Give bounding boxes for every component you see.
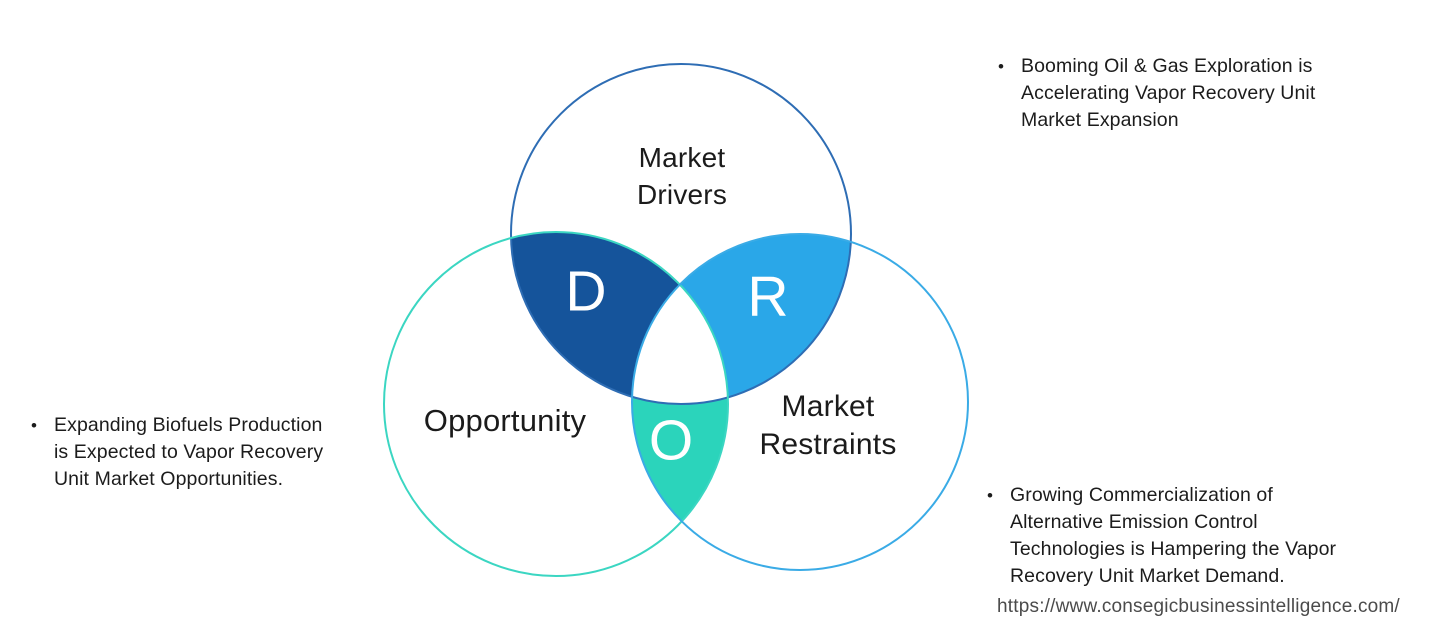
restraints-overlap-letter: R [747,264,789,329]
drivers-note: • Booming Oil & Gas Exploration is Accel… [998,53,1398,134]
drivers-note-text: Booming Oil & Gas Exploration is Acceler… [1021,55,1316,131]
restraints-note: • Growing Commercialization of Alternati… [987,482,1437,590]
drivers-circle-outline [510,63,852,405]
bullet-icon: • [998,57,1004,76]
opportunity-circle-label: Opportunity [423,403,587,438]
source-url: https://www.consegicbusinessintelligence… [997,596,1400,617]
opportunity-circle-outline [383,231,729,577]
drivers-opportunity-overlap-shape [511,232,728,404]
opportunity-note: • Expanding Biofuels Production is Expec… [31,412,401,493]
bullet-icon: • [31,416,37,435]
restraints-note-text: Growing Commercialization of Alternative… [1010,484,1337,587]
opportunity-overlap-letter: O [648,408,694,473]
restraints-circle-label: Market Restraints [759,390,897,461]
opportunity-note-text: Expanding Biofuels Production is Expecte… [54,414,324,490]
drivers-overlap-letter: D [565,259,607,324]
bullet-icon: • [987,486,993,505]
restraints-circle-outline [631,233,969,571]
drivers-circle-label: Market Drivers [636,142,728,210]
